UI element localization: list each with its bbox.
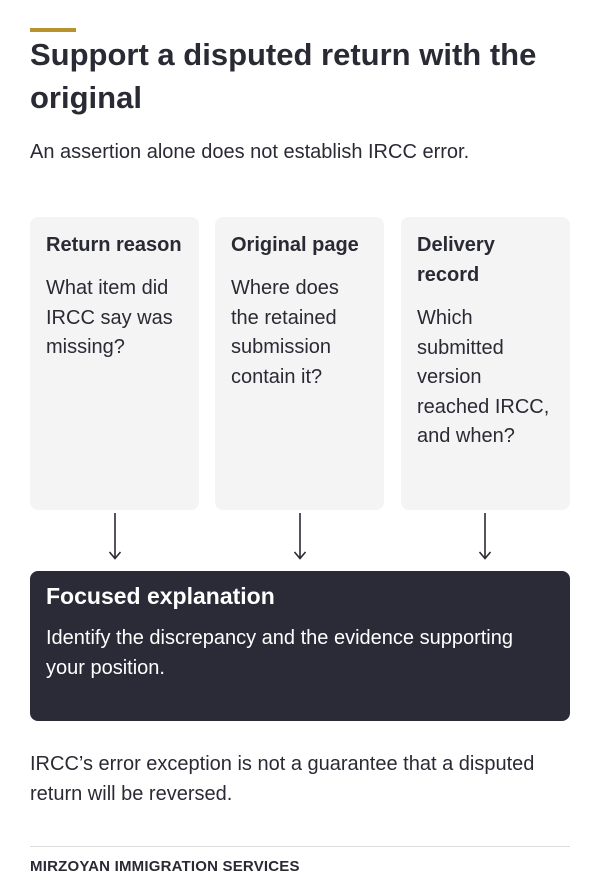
accent-bar (30, 28, 76, 32)
focus-body: Identify the discrepancy and the evidenc… (46, 627, 513, 679)
card-title: Delivery record (417, 234, 495, 286)
footnote: IRCC’s error exception is not a guarante… (30, 753, 535, 805)
arrow-down-icon (293, 513, 307, 560)
card-body: Which submitted version reached IRCC, an… (417, 307, 550, 447)
page-title: Support a disputed return with the origi… (30, 37, 537, 115)
card-body: Where does the retained submission conta… (231, 277, 339, 388)
card-title: Original page (231, 234, 359, 256)
card-delivery-record: Delivery record Which submitted version … (401, 217, 570, 510)
focused-explanation-box: Focused explanation Identify the discrep… (30, 571, 570, 721)
card-original-page: Original page Where does the retained su… (215, 217, 384, 510)
arrow-down-icon (478, 513, 492, 560)
card-title: Return reason (46, 234, 182, 256)
footer-divider (30, 846, 570, 847)
card-return-reason: Return reason What item did IRCC say was… (30, 217, 199, 510)
brand-name: MIRZOYAN IMMIGRATION SERVICES (30, 858, 300, 875)
card-body: What item did IRCC say was missing? (46, 277, 173, 358)
page-subtitle: An assertion alone does not establish IR… (30, 141, 470, 163)
arrow-down-icon (108, 513, 122, 560)
focus-title: Focused explanation (46, 583, 275, 609)
